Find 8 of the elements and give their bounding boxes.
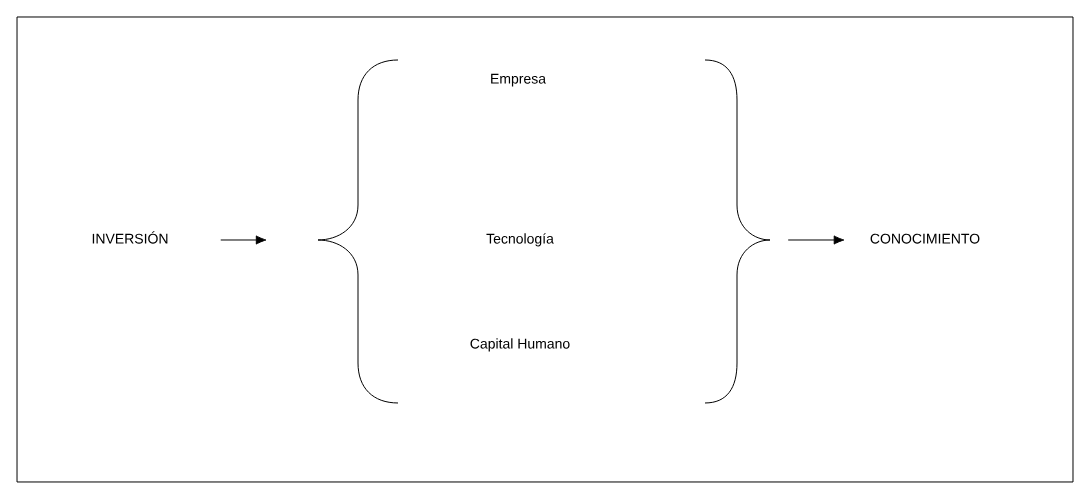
- arrow: [787, 235, 845, 245]
- node-label: Empresa: [491, 73, 546, 87]
- node-label: INVERSIÓN: [92, 231, 168, 244]
- bracket-group: [317, 59, 771, 404]
- node-label: CONOCIMIENTO: [870, 233, 980, 244]
- arrow: [220, 235, 267, 245]
- node-label: Capital Humano: [470, 338, 570, 352]
- node-label: Tecnología: [486, 233, 554, 247]
